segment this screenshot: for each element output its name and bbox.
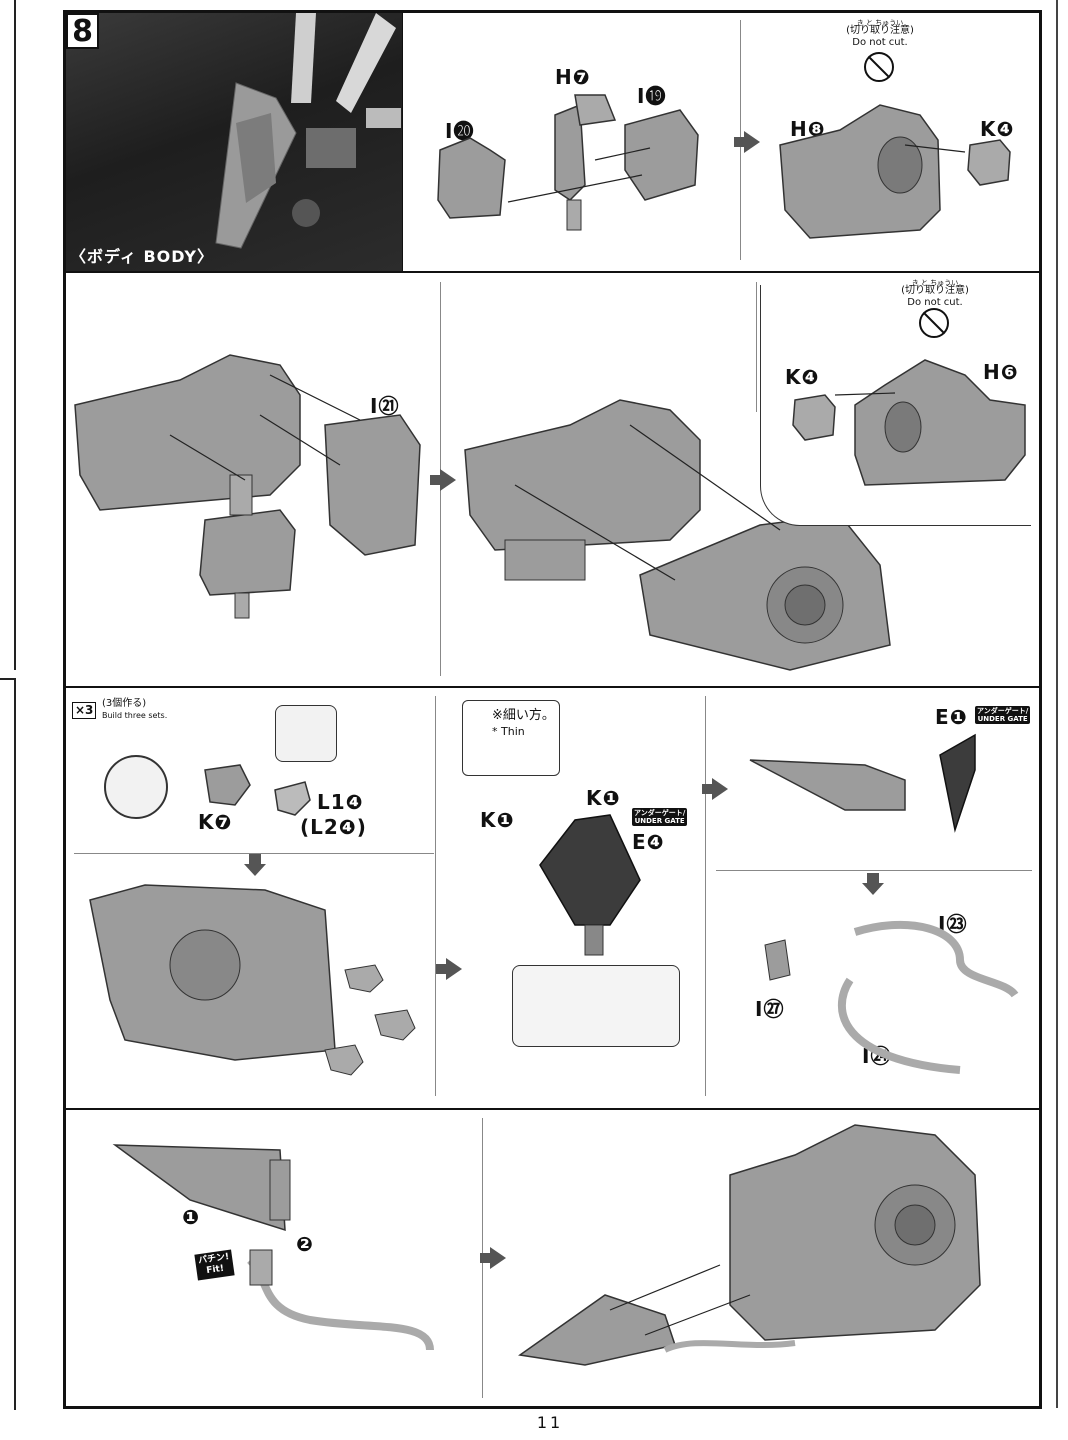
row1-middle-parts bbox=[437, 94, 699, 231]
fit-badge-en: Fit! bbox=[205, 1263, 225, 1277]
row-divider-2 bbox=[63, 686, 1042, 688]
no-cut-en-2: Do not cut. bbox=[907, 297, 963, 308]
part-label-k1-b: K❶ bbox=[586, 786, 621, 810]
row2-detail-assembly bbox=[792, 359, 1026, 486]
no-cut-ruby-2: き と ちゅうい bbox=[911, 279, 959, 287]
part-label-i27: I㉗ bbox=[755, 997, 785, 1021]
times-three-box: ×3 bbox=[72, 702, 97, 719]
l14-detail-box bbox=[275, 705, 337, 762]
flow-arrow-r3a bbox=[436, 958, 462, 980]
no-cut-jp-1: (切り取り注意) bbox=[846, 25, 914, 36]
row3-left-divider bbox=[74, 853, 434, 854]
row3-right-nose bbox=[749, 733, 976, 833]
row3-middle-wedge bbox=[539, 814, 641, 956]
part-label-k7: K❼ bbox=[198, 810, 233, 834]
flow-arrow-r4 bbox=[480, 1247, 506, 1269]
under-gate-1-jp: アンダーゲート/ bbox=[977, 707, 1029, 715]
row3-left-assembly bbox=[89, 884, 416, 1076]
thin-note-en: * Thin bbox=[492, 725, 525, 738]
page-number: 11 bbox=[536, 1413, 564, 1432]
row3-right-hoses bbox=[764, 920, 1019, 1074]
col-divider-r2b bbox=[756, 282, 757, 412]
part-label-k4-b: K❹ bbox=[785, 365, 820, 389]
row2-left-assembly bbox=[74, 354, 421, 619]
part-label-i21: I㉑ bbox=[370, 394, 400, 418]
section-label: 〈ボディ BODY〉 bbox=[70, 247, 214, 266]
row3-right-divider bbox=[716, 870, 1032, 871]
ship-silhouette bbox=[215, 13, 401, 249]
right-page-edge bbox=[1056, 0, 1058, 1408]
thin-detail-box bbox=[462, 700, 560, 776]
col-divider-r3a bbox=[435, 696, 436, 1096]
row1-right-assembly bbox=[779, 104, 1011, 239]
step-number: 8 bbox=[66, 13, 99, 49]
flow-arrow-down-r3r bbox=[862, 873, 884, 895]
order-mark-1: ❶ bbox=[182, 1205, 200, 1229]
part-label-e1: E❶ bbox=[935, 705, 968, 729]
row4-left-assembly bbox=[112, 1144, 434, 1351]
row3-left-small-parts bbox=[204, 764, 311, 816]
col-divider-photo bbox=[401, 10, 403, 272]
row2-middle-assembly bbox=[464, 399, 891, 671]
part-label-e4: E❹ bbox=[632, 830, 665, 854]
no-cut-en-1: Do not cut. bbox=[852, 37, 908, 48]
row-divider-1 bbox=[63, 271, 1042, 273]
no-cut-jp-2: (切り取り注意) bbox=[901, 285, 969, 296]
flow-arrow-r3b bbox=[702, 778, 728, 800]
wedge-detail-box bbox=[512, 965, 680, 1047]
flow-arrow-down-r3l bbox=[244, 854, 266, 876]
left-page-edge bbox=[0, 0, 16, 670]
under-gate-2-en: UNDER GATE bbox=[634, 817, 685, 825]
no-cut-ruby-1: き と ちゅうい bbox=[856, 19, 904, 27]
part-label-l14: L1❹ bbox=[317, 790, 364, 814]
part-label-l24: (L2❹) bbox=[300, 815, 367, 839]
part-label-k4-a: K❹ bbox=[980, 117, 1015, 141]
left-page-edge-lower bbox=[0, 678, 16, 1410]
no-cut-icon-1 bbox=[864, 52, 894, 82]
under-gate-badge-1: アンダーゲート/UNDER GATE bbox=[975, 706, 1031, 724]
fit-badge: パチン!Fit! bbox=[194, 1249, 235, 1281]
part-label-k1-a: K❶ bbox=[480, 808, 515, 832]
row4-final-assembly bbox=[518, 1124, 981, 1366]
thin-note-jp: ※細い方。 bbox=[492, 708, 555, 723]
part-label-i19: I⓳ bbox=[637, 84, 667, 108]
part-label-h6: H❻ bbox=[983, 360, 1019, 384]
build-three-en: Build three sets. bbox=[102, 711, 168, 720]
instruction-frame bbox=[63, 10, 1042, 1409]
no-cut-icon-2 bbox=[919, 308, 949, 338]
k7-detail-circle bbox=[104, 755, 168, 819]
order-mark-2: ❷ bbox=[296, 1232, 314, 1256]
under-gate-badge-2: アンダーゲート/UNDER GATE bbox=[632, 808, 688, 826]
build-three-jp: (3個作る) bbox=[102, 698, 147, 709]
flow-arrow-r1 bbox=[734, 131, 760, 153]
under-gate-2-jp: アンダーゲート/ bbox=[634, 809, 686, 817]
part-label-h7: H❼ bbox=[555, 65, 591, 89]
reference-photo: 8 〈ボディ BODY〉 bbox=[66, 13, 402, 271]
row-divider-3 bbox=[63, 1108, 1042, 1110]
flow-arrow-r2 bbox=[430, 469, 456, 491]
under-gate-1-en: UNDER GATE bbox=[977, 715, 1028, 723]
col-divider-r3b bbox=[705, 696, 706, 1096]
